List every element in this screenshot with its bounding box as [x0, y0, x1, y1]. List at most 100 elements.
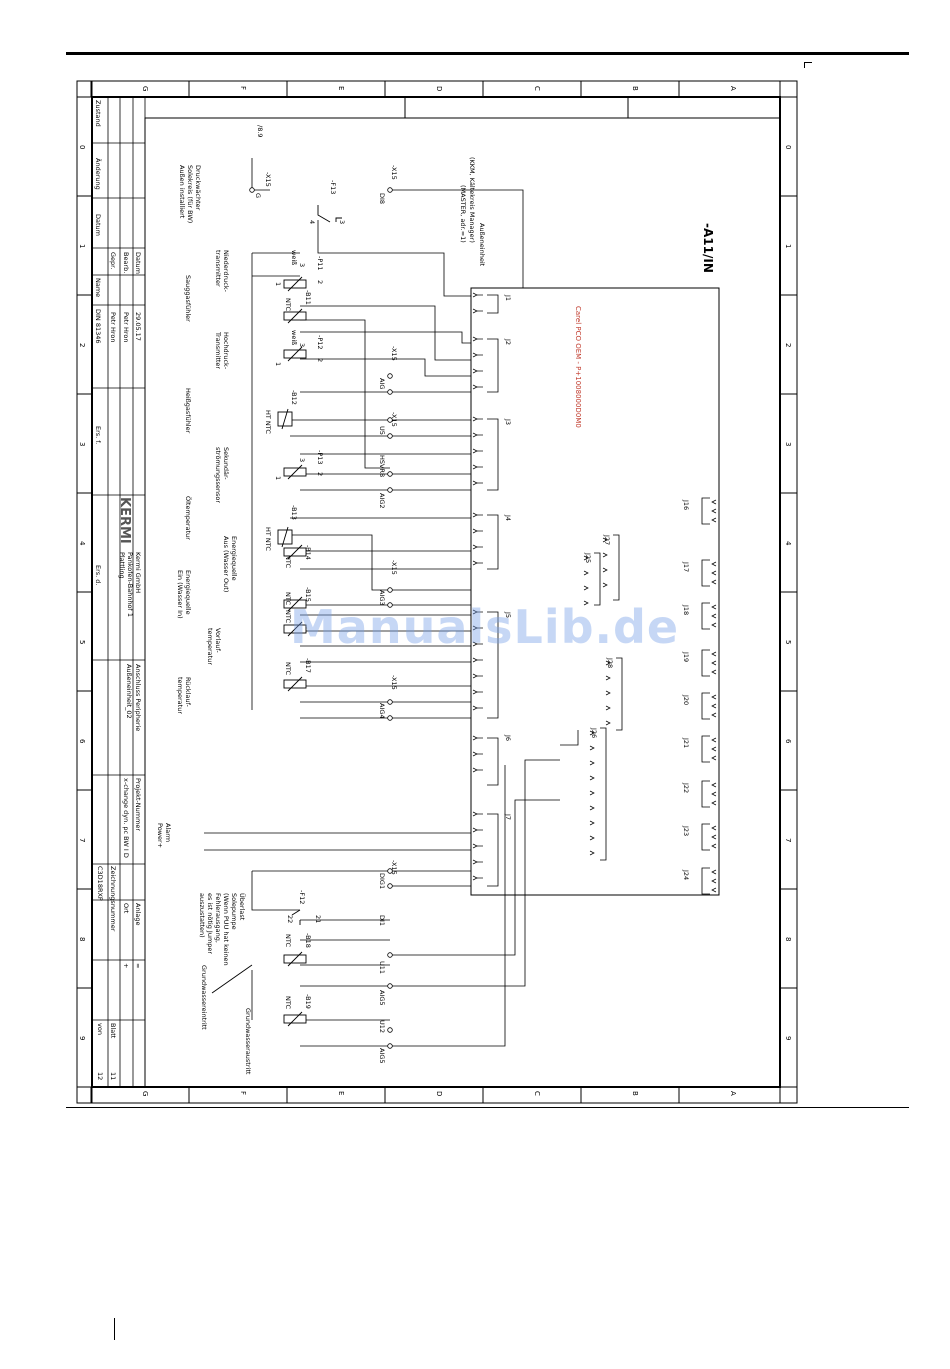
- terminal-strip-x15: -X15: [390, 346, 398, 361]
- label-grundwasser-aus: Grundwasseraustritt: [244, 1008, 252, 1075]
- f13-pin: 3: [338, 220, 346, 224]
- component-b14: -B14: [304, 545, 312, 560]
- label-ueberlast: (Wenn PUU hat keinen: [222, 893, 230, 966]
- label-vorlauf: temperatur: [206, 628, 214, 665]
- wire-color: weiß: [290, 330, 298, 345]
- row-ticks: [90, 81, 680, 1103]
- column-number-right: 7: [784, 838, 792, 842]
- row-letter-bottom: D: [435, 1091, 443, 1096]
- tb-ort-value: +: [122, 963, 130, 968]
- svg-text:Außeneinheit: Außeneinheit: [478, 223, 486, 267]
- label-energie-ein: Energiequelle: [184, 570, 192, 615]
- f13-pin: 4: [308, 220, 316, 224]
- row-letter-top: A: [729, 86, 737, 91]
- tb-title: Außeneinheit_02: [125, 664, 133, 719]
- connector-j2: J2: [504, 338, 512, 345]
- title-block: [92, 97, 146, 1087]
- f12-overload-switch: [291, 909, 301, 925]
- tb-gepr: Gepr.: [109, 252, 117, 269]
- column-number-right: 3: [784, 442, 792, 446]
- column-number-right: 1: [784, 244, 792, 248]
- terminal-aig5: AIG5: [378, 990, 386, 1006]
- column-number-right: 5: [784, 640, 792, 644]
- sensor-pin: 1: [274, 282, 282, 286]
- wires: [204, 158, 579, 1047]
- sensor-type: NTC: [284, 555, 292, 568]
- row-letter-bottom: C: [533, 1091, 541, 1096]
- tb-logo: KERMI: [117, 497, 132, 544]
- top-rule: [66, 52, 909, 55]
- tb-zeichnung-value: C3D18RXP: [96, 866, 104, 901]
- connector-j4: J4: [504, 514, 512, 521]
- connector-j5: J5: [504, 611, 512, 618]
- tb-aenderung: Änderung: [94, 158, 103, 190]
- column-number-right: 9: [784, 1036, 792, 1040]
- terminal-aig2: AIG2: [378, 493, 386, 509]
- column-number-right: 6: [784, 739, 792, 744]
- connector-j20: J20: [682, 694, 690, 705]
- label-ruecklauf: temperatur: [176, 677, 184, 714]
- connector-j25: J25: [584, 552, 592, 563]
- terminal-hsvr8: HSVR8: [378, 455, 386, 477]
- controller-model: Carel PCO OEM - P+1008000D0M0: [574, 306, 582, 428]
- sensor-type: NTC: [284, 610, 292, 623]
- terminal-g: G: [254, 193, 262, 198]
- sensor-pin: 2: [316, 280, 324, 284]
- column-number-right: 0: [784, 145, 792, 149]
- connector-j16: J16: [682, 499, 690, 510]
- sensor-pin: 3: [298, 263, 306, 267]
- tb-norm-value: DIN 81346: [94, 309, 102, 344]
- component-b12: -B12: [290, 390, 298, 405]
- connector-j26: J26: [590, 727, 598, 738]
- tb-ers-f: Ers. f.: [94, 426, 102, 444]
- label-druckwaechter: Solekreis (für BW): [186, 165, 194, 223]
- connector-j28: J28: [606, 657, 614, 668]
- footer-mark: [114, 1318, 115, 1340]
- tb-gepr-value: Petr Hron: [109, 312, 117, 343]
- tb-bearb-value: Petr Hron: [122, 312, 130, 343]
- terminal-strip-x15: -X15: [390, 412, 398, 427]
- component-b15: -B15: [304, 587, 312, 602]
- tb-zeichnung-label: Zeichnungsnummer: [109, 866, 117, 932]
- tb-projekt-value: x-change dyn. pc BW I D: [122, 778, 130, 858]
- column-number-left: 6: [78, 739, 86, 744]
- label-ueberlast: Überlast: [238, 893, 247, 921]
- component-b17: -B17: [304, 658, 312, 673]
- tb-datum-col: Datum: [94, 214, 102, 236]
- sensor-symbols: [211, 276, 307, 1027]
- f13-pressure-switch: [317, 205, 342, 223]
- sensor-type: NTC: [284, 662, 292, 675]
- column-number-right: 4: [784, 541, 792, 546]
- connector-brackets: [487, 294, 710, 895]
- label-ueberlast: es ist nötig Jumper: [206, 893, 214, 954]
- wire-color: weiß: [290, 250, 298, 265]
- label-grundwasser-ein: Grundwassereintritt: [200, 965, 208, 1030]
- component-f13: -F13: [329, 180, 337, 194]
- tb-projekt-label: Projekt-Nummer: [134, 778, 142, 831]
- terminal-di1: DI1: [378, 915, 386, 926]
- tb-datum: Datum: [134, 252, 142, 274]
- column-number-left: 9: [78, 1036, 86, 1040]
- row-letter-bottom: E: [337, 1091, 345, 1095]
- component-b18: -B18: [304, 933, 312, 948]
- controller-tag: -A11/IN: [701, 223, 715, 273]
- terminal-aig4: AIG4: [378, 703, 386, 719]
- label-hochdruck: Hochdruck-: [222, 332, 230, 370]
- row-letter-top: E: [337, 86, 345, 90]
- sensor-type: NTC: [284, 996, 292, 1009]
- label-ruecklauf: Rücklauf-: [184, 677, 192, 708]
- watermark: ManualsLib.de: [290, 600, 680, 654]
- row-letter-bottom: G: [141, 1091, 149, 1096]
- label-sekundaer: Sekundär-: [222, 447, 230, 480]
- terminal-u11: U11: [378, 961, 386, 974]
- connector-j21: J21: [682, 737, 690, 748]
- tb-bearb: Bearb.: [122, 252, 130, 273]
- connector-j7: J7: [504, 813, 512, 820]
- tb-zustand: Zustand: [94, 100, 102, 127]
- connector-j1: J1: [504, 294, 512, 301]
- tb-von-value: 12: [96, 1072, 104, 1080]
- component-b19: -B19: [304, 994, 312, 1009]
- tb-von: von: [96, 1023, 104, 1035]
